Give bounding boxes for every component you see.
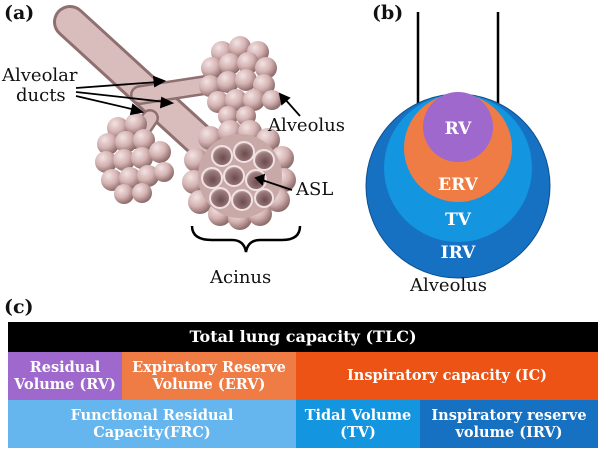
label-irv-b: IRV bbox=[441, 243, 476, 263]
label-alveolar-ducts-line1: Alveolar bbox=[2, 65, 78, 86]
label-alveolus-b: Alveolus bbox=[410, 275, 488, 296]
label-acinus: Acinus bbox=[210, 267, 272, 288]
alveoli-cluster-open bbox=[182, 120, 296, 230]
alveoli-cluster-upper bbox=[199, 36, 282, 126]
acinus-brace bbox=[190, 225, 302, 253]
cell-rv-line1: Residual bbox=[29, 358, 101, 376]
cell-ic: Inspiratory capacity (IC) bbox=[296, 352, 598, 400]
annotation-arrows bbox=[75, 75, 301, 191]
panel-label-b: (b) bbox=[372, 2, 404, 24]
cell-tv-line1: Tidal Volume bbox=[304, 406, 412, 424]
cell-rv-line2: Volume (RV) bbox=[14, 376, 116, 393]
label-tv-b: TV bbox=[445, 210, 472, 230]
cell-tv-line2: (TV) bbox=[340, 424, 376, 441]
circle-rv bbox=[423, 92, 493, 162]
row-total-lung-capacity: Total lung capacity (TLC) bbox=[8, 322, 598, 352]
cell-irv-line2: volume (IRV) bbox=[455, 424, 563, 441]
cell-irv-line1: Inspiratory reserve bbox=[431, 406, 587, 424]
label-erv-b: ERV bbox=[438, 175, 478, 195]
cell-erv-line2: Volume (ERV) bbox=[152, 376, 266, 393]
cell-erv-line1: Expiratory Reserve bbox=[132, 358, 286, 376]
label-asl: ASL bbox=[296, 179, 334, 200]
alveolus-volume-diagram: RV ERV TV IRV bbox=[365, 12, 551, 279]
label-alveolus-a: Alveolus bbox=[268, 115, 346, 136]
label-rv-b: RV bbox=[445, 119, 473, 139]
label-alveolar-ducts-line2: ducts bbox=[16, 84, 66, 106]
acinus-illustration bbox=[53, 5, 302, 253]
cell-tv: Tidal Volume(TV) bbox=[296, 400, 420, 448]
cell-tlc: Total lung capacity (TLC) bbox=[189, 327, 417, 347]
panel-label-a: (a) bbox=[4, 2, 35, 24]
cell-frc-line1: Functional Residual bbox=[70, 406, 234, 424]
panel-label-c: (c) bbox=[4, 296, 34, 318]
cell-frc-line2: Capacity(FRC) bbox=[93, 424, 211, 441]
alveoli-cluster-left bbox=[95, 113, 174, 204]
label-alveolar-ducts: Alveolar ducts bbox=[2, 66, 78, 106]
